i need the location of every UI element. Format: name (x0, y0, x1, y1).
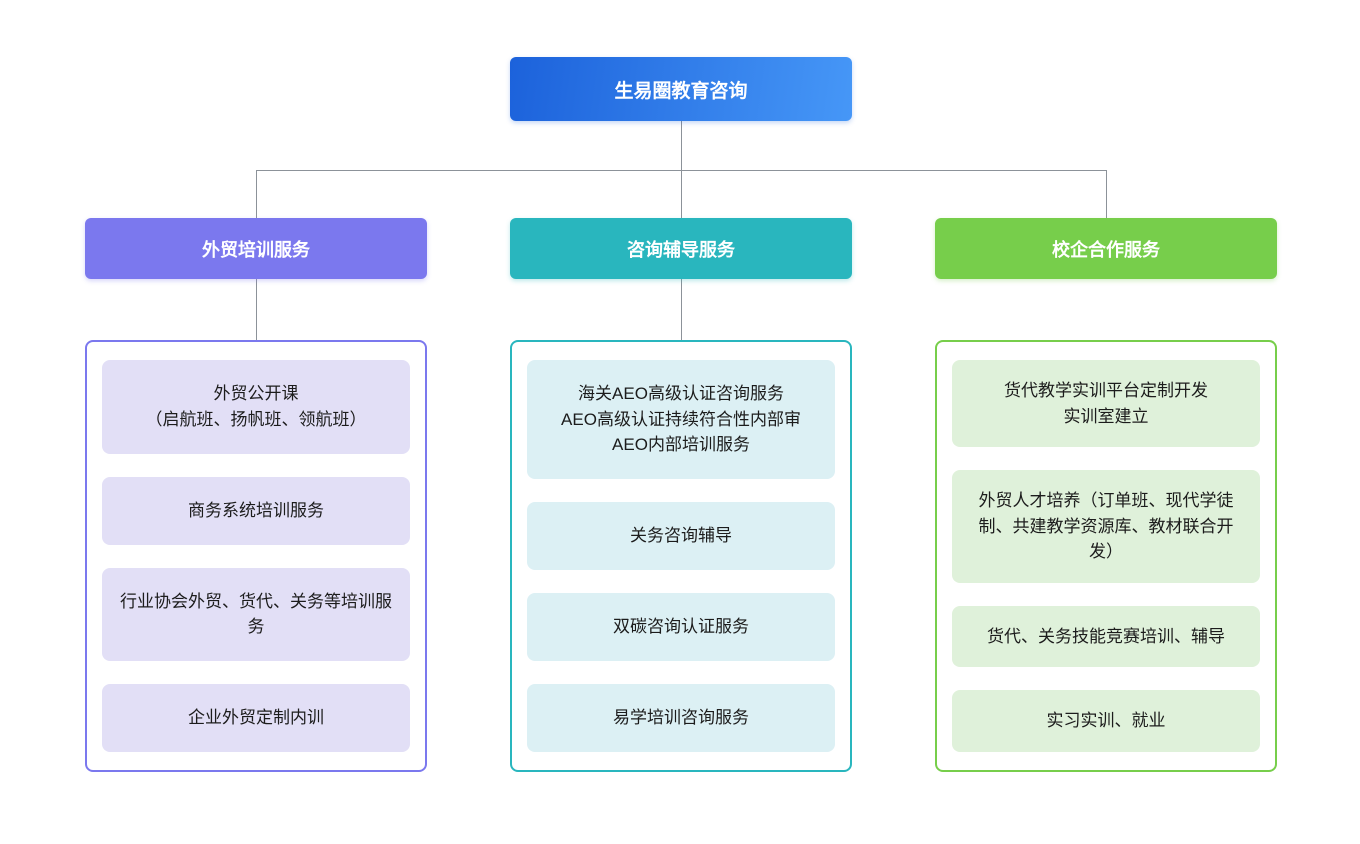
connector-branch2-to-group (681, 279, 682, 340)
connector-branch1-to-group (256, 279, 257, 340)
service-item[interactable]: 货代教学实训平台定制开发 实训室建立 (952, 360, 1260, 448)
service-item[interactable]: 海关AEO高级认证咨询服务 AEO高级认证持续符合性内部审 AEO内部培训服务 (527, 360, 835, 479)
connector-branch1-drop (256, 170, 257, 218)
service-item[interactable]: 企业外贸定制内训 (102, 684, 410, 752)
branch-group-foreign-trade-training: 外贸公开课 （启航班、扬帆班、领航班） 商务系统培训服务 行业协会外贸、货代、关… (85, 340, 427, 772)
branch-group-school-enterprise: 货代教学实训平台定制开发 实训室建立 外贸人才培养（订单班、现代学徒制、共建教学… (935, 340, 1277, 772)
root-node[interactable]: 生易圈教育咨询 (510, 57, 852, 121)
service-item[interactable]: 商务系统培训服务 (102, 476, 410, 545)
service-item[interactable]: 双碳咨询认证服务 (527, 593, 835, 661)
service-item[interactable]: 外贸公开课 （启航班、扬帆班、领航班） (102, 360, 410, 454)
service-item[interactable]: 关务咨询辅导 (527, 502, 835, 570)
branch-header-foreign-trade-training[interactable]: 外贸培训服务 (85, 218, 427, 279)
branch-header-school-enterprise[interactable]: 校企合作服务 (935, 218, 1277, 279)
connector-branch3-drop (1106, 170, 1107, 218)
service-item[interactable]: 行业协会外贸、货代、关务等培训服务 (102, 567, 410, 661)
service-item[interactable]: 货代、关务技能竞赛培训、辅导 (952, 605, 1260, 668)
branch-header-consulting-coaching[interactable]: 咨询辅导服务 (510, 218, 852, 279)
connector-branch2-drop (681, 170, 682, 218)
connector-root-stem (681, 121, 682, 170)
service-item[interactable]: 外贸人才培养（订单班、现代学徒制、共建教学资源库、教材联合开发） (952, 470, 1260, 583)
service-item[interactable]: 易学培训咨询服务 (527, 684, 835, 752)
service-item[interactable]: 实习实训、就业 (952, 690, 1260, 752)
branch-group-consulting-coaching: 海关AEO高级认证咨询服务 AEO高级认证持续符合性内部审 AEO内部培训服务 … (510, 340, 852, 772)
